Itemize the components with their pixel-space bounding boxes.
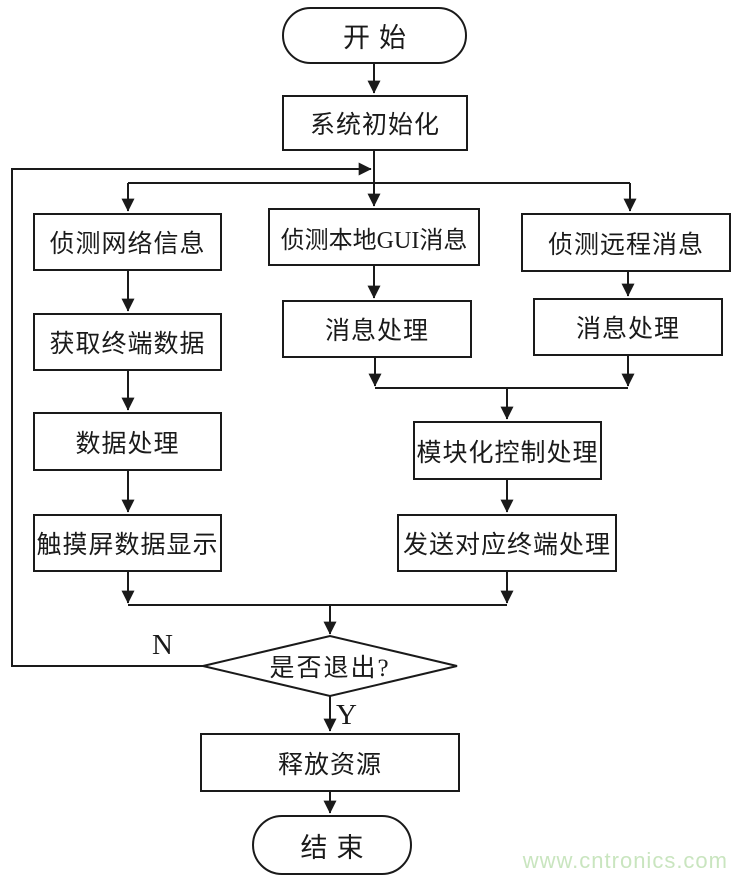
node-exit-decision: 是否退出? (269, 655, 391, 682)
branch-label-no: N (152, 629, 173, 661)
node-release-resources: 释放资源 (200, 733, 460, 792)
branch-label-yes: Y (336, 699, 357, 731)
node-end: 结束 (252, 815, 412, 875)
node-start: 开始 (282, 7, 467, 64)
node-system-init: 系统初始化 (282, 95, 468, 151)
node-data-processing: 数据处理 (33, 412, 222, 471)
node-get-terminal-data: 获取终端数据 (33, 313, 222, 371)
node-local-message-processing: 消息处理 (282, 300, 472, 358)
node-detect-remote: 侦测远程消息 (521, 213, 731, 272)
node-modular-control: 模块化控制处理 (413, 421, 602, 480)
node-send-to-terminal: 发送对应终端处理 (397, 514, 617, 572)
edge-loopback-no (11, 162, 372, 667)
node-detect-network: 侦测网络信息 (33, 213, 222, 271)
node-touchscreen-display: 触摸屏数据显示 (33, 514, 222, 572)
watermark-text: www.cntronics.com (522, 848, 728, 873)
node-detect-local-gui: 侦测本地GUI消息 (268, 208, 480, 266)
decision-diamond-shape (202, 634, 458, 698)
node-remote-message-processing: 消息处理 (533, 298, 723, 356)
